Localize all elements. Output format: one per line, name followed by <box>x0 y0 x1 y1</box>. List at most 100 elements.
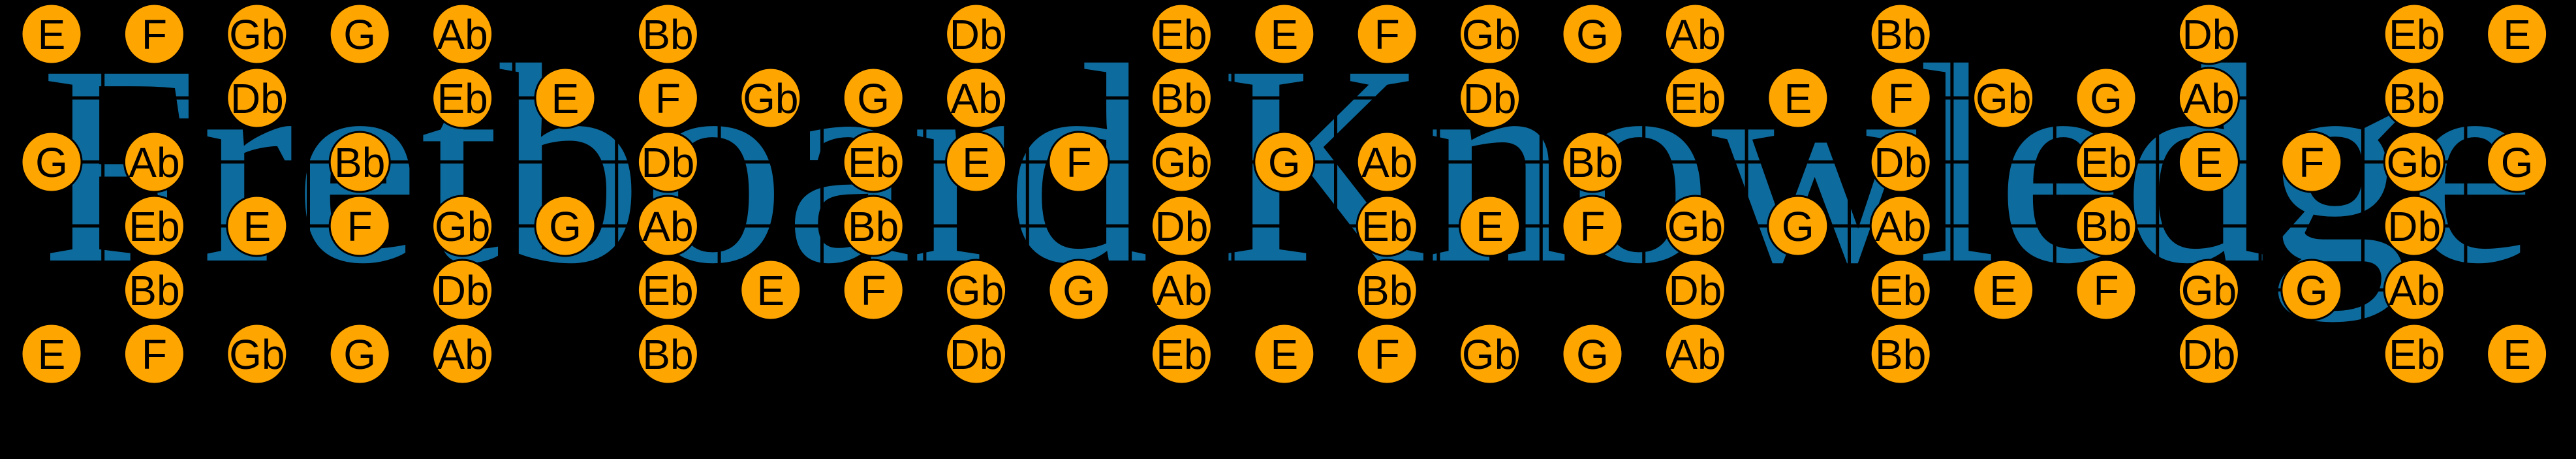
note-circle-s3-f6 <box>636 131 699 193</box>
note-circle-s2-f2 <box>226 67 288 129</box>
note-circle-s6-f18 <box>1869 323 1932 385</box>
note-circle-s4-f2 <box>226 195 288 257</box>
note-circle-s2-f20 <box>2075 67 2137 129</box>
note-circle-s1-f2 <box>226 3 288 65</box>
note-circle-s3-f20 <box>2075 131 2137 193</box>
note-circle-s5-f16 <box>1664 259 1726 321</box>
note-circle-s1-f6 <box>636 3 699 65</box>
note-circle-s5-f7 <box>739 259 802 321</box>
note-circle-s4-f16 <box>1664 195 1726 257</box>
note-circle-s4-f8 <box>842 195 905 257</box>
note-circle-s2-f4 <box>431 67 494 129</box>
note-circle-s5-f1 <box>123 259 185 321</box>
note-circle-s2-f6 <box>636 67 699 129</box>
note-circle-s1-f13 <box>1356 3 1418 65</box>
note-circle-s4-f23 <box>2383 195 2445 257</box>
note-circle-s6-f14 <box>1459 323 1521 385</box>
note-circle-s5-f20 <box>2075 259 2137 321</box>
note-circle-s1-f9 <box>945 3 1008 65</box>
note-circle-s1-f12 <box>1253 3 1316 65</box>
note-circle-s3-f0 <box>20 131 83 193</box>
note-circle-s3-f12 <box>1253 131 1316 193</box>
note-circle-s1-f24 <box>2486 3 2549 65</box>
note-circle-s2-f21 <box>2177 67 2240 129</box>
note-circle-s6-f21 <box>2177 323 2240 385</box>
fret-lines <box>101 34 2468 354</box>
note-circle-s1-f15 <box>1561 3 1624 65</box>
note-circle-s1-f4 <box>431 3 494 65</box>
note-circle-s5-f23 <box>2383 259 2445 321</box>
note-circle-s2-f17 <box>1767 67 1829 129</box>
note-circle-s3-f9 <box>945 131 1008 193</box>
note-circle-s2-f7 <box>739 67 802 129</box>
note-circle-s5-f22 <box>2280 259 2343 321</box>
note-circle-s1-f14 <box>1459 3 1521 65</box>
note-circle-s6-f12 <box>1253 323 1316 385</box>
note-circle-s6-f9 <box>945 323 1008 385</box>
note-circle-s3-f10 <box>1047 131 1110 193</box>
note-circle-s4-f11 <box>1150 195 1213 257</box>
note-circle-s3-f11 <box>1150 131 1213 193</box>
note-circle-s2-f5 <box>534 67 597 129</box>
note-circle-s3-f8 <box>842 131 905 193</box>
note-circle-s1-f1 <box>123 3 185 65</box>
note-circle-s3-f13 <box>1356 131 1418 193</box>
note-circle-s2-f14 <box>1459 67 1521 129</box>
note-circle-s4-f17 <box>1767 195 1829 257</box>
note-circle-s2-f19 <box>1972 67 2035 129</box>
note-circle-s2-f8 <box>842 67 905 129</box>
note-circle-s6-f15 <box>1561 323 1624 385</box>
note-circle-s1-f16 <box>1664 3 1726 65</box>
note-circle-s4-f6 <box>636 195 699 257</box>
note-circle-s2-f16 <box>1664 67 1726 129</box>
note-circle-s3-f21 <box>2177 131 2240 193</box>
note-circle-s2-f18 <box>1869 67 1932 129</box>
note-circle-s1-f11 <box>1150 3 1213 65</box>
note-circle-s5-f13 <box>1356 259 1418 321</box>
note-circle-s3-f18 <box>1869 131 1932 193</box>
note-circle-s3-f15 <box>1561 131 1624 193</box>
note-circle-s6-f1 <box>123 323 185 385</box>
note-circle-s5-f9 <box>945 259 1008 321</box>
note-circle-s5-f6 <box>636 259 699 321</box>
note-circle-s3-f1 <box>123 131 185 193</box>
note-circle-s5-f10 <box>1047 259 1110 321</box>
note-circle-s6-f13 <box>1356 323 1418 385</box>
note-circle-s2-f11 <box>1150 67 1213 129</box>
note-circle-s6-f2 <box>226 323 288 385</box>
note-circle-s4-f4 <box>431 195 494 257</box>
note-circle-s4-f18 <box>1869 195 1932 257</box>
note-circle-s6-f16 <box>1664 323 1726 385</box>
note-circle-s5-f18 <box>1869 259 1932 321</box>
note-circle-s2-f9 <box>945 67 1008 129</box>
note-circle-s5-f19 <box>1972 259 2035 321</box>
note-circle-s1-f21 <box>2177 3 2240 65</box>
note-circle-s4-f20 <box>2075 195 2137 257</box>
note-circle-s4-f13 <box>1356 195 1418 257</box>
note-circle-s5-f21 <box>2177 259 2240 321</box>
note-circle-s4-f5 <box>534 195 597 257</box>
note-circle-s5-f11 <box>1150 259 1213 321</box>
note-circle-s4-f14 <box>1459 195 1521 257</box>
note-circle-s6-f11 <box>1150 323 1213 385</box>
note-circle-s6-f0 <box>20 323 83 385</box>
note-circle-s1-f18 <box>1869 3 1932 65</box>
note-circle-s6-f3 <box>328 323 391 385</box>
note-circle-s2-f23 <box>2383 67 2445 129</box>
note-circle-s3-f22 <box>2280 131 2343 193</box>
note-circle-s4-f3 <box>328 195 391 257</box>
note-circle-s1-f0 <box>20 3 83 65</box>
note-circle-s6-f6 <box>636 323 699 385</box>
note-circle-s6-f4 <box>431 323 494 385</box>
note-circle-s6-f23 <box>2383 323 2445 385</box>
note-circle-s5-f4 <box>431 259 494 321</box>
note-circle-s4-f15 <box>1561 195 1624 257</box>
note-circle-s3-f24 <box>2486 131 2549 193</box>
note-circle-s3-f3 <box>328 131 391 193</box>
note-circle-s5-f8 <box>842 259 905 321</box>
note-circle-s4-f1 <box>123 195 185 257</box>
note-circle-s1-f3 <box>328 3 391 65</box>
note-circle-s1-f23 <box>2383 3 2445 65</box>
